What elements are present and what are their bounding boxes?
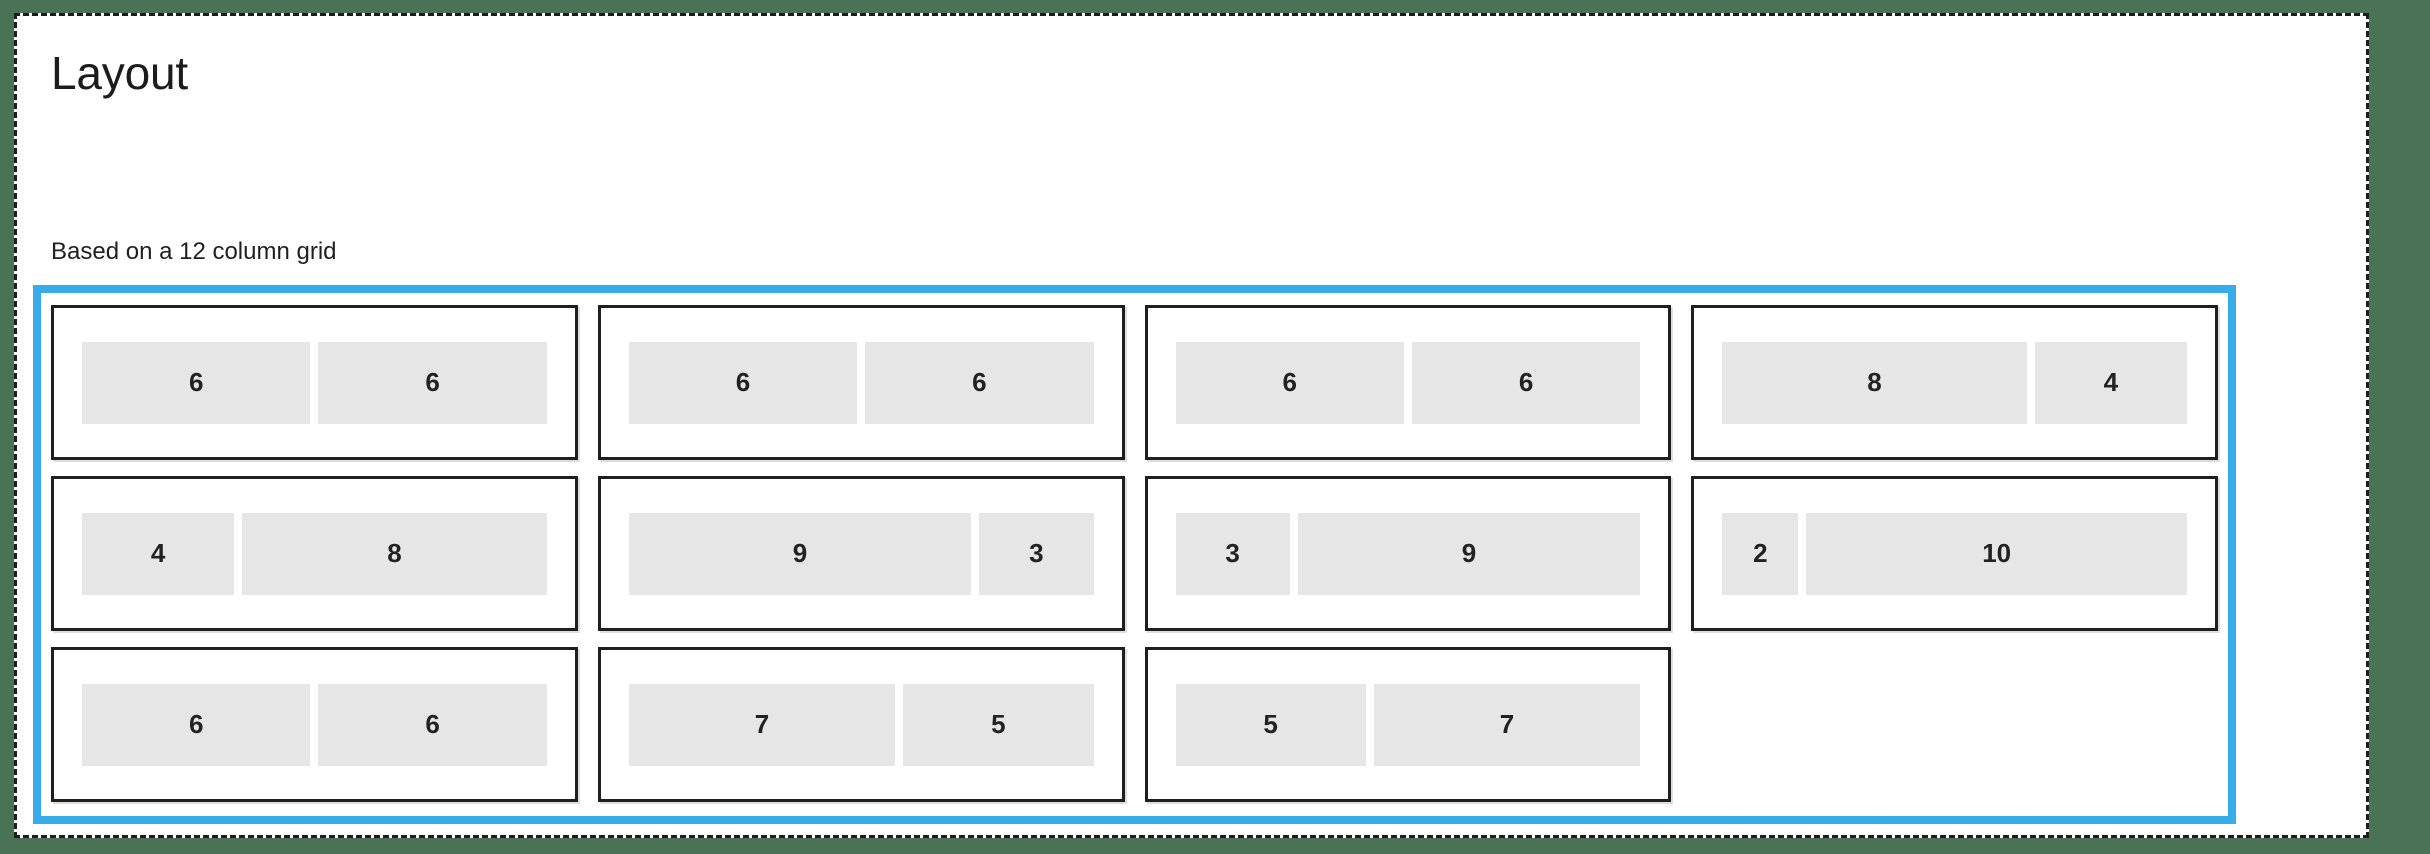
column-span-label: 6 [972, 367, 987, 397]
column-span-label: 7 [1499, 709, 1515, 739]
column-block: 6 [865, 341, 1094, 424]
layout-card-placeholder [1691, 647, 2218, 802]
column-block: 2 [1722, 512, 1799, 595]
column-span-label: 4 [150, 538, 166, 568]
column-block: 9 [628, 512, 972, 595]
column-block: 3 [1175, 512, 1290, 595]
column-block: 8 [1722, 341, 2027, 424]
column-block: 6 [318, 683, 547, 766]
column-block: 3 [979, 512, 1094, 595]
column-block: 6 [82, 341, 311, 424]
column-span-label: 8 [1867, 367, 1882, 397]
column-span-label: 3 [1029, 538, 1044, 568]
column-block: 4 [2034, 341, 2187, 424]
layout-card[interactable]: 2 10 [1691, 476, 2218, 631]
column-span-label: 6 [188, 709, 204, 739]
column-span-label: 6 [735, 367, 751, 397]
column-block: 5 [1175, 683, 1366, 766]
column-span-label: 6 [425, 709, 440, 739]
column-block: 6 [1411, 341, 1641, 424]
column-span-label: 5 [1263, 709, 1278, 739]
column-span-label: 7 [754, 709, 770, 739]
column-span-label: 6 [1518, 367, 1534, 397]
column-span-label: 8 [387, 538, 402, 568]
column-block: 9 [1297, 512, 1641, 595]
column-group: 2 10 [1722, 512, 2187, 595]
column-block: 7 [628, 683, 896, 766]
page-title: Layout [51, 47, 188, 99]
column-block: 5 [903, 683, 1094, 766]
column-span-label: 10 [1982, 538, 2012, 568]
grid-description: Based on a 12 column grid [51, 238, 337, 265]
column-block: 4 [82, 512, 235, 595]
column-span-label: 6 [425, 367, 440, 397]
column-span-label: 2 [1753, 538, 1768, 568]
column-block: 7 [1373, 683, 1641, 766]
column-span-label: 6 [1282, 367, 1297, 397]
column-block: 6 [1175, 341, 1404, 424]
column-span-label: 4 [2103, 367, 2119, 397]
column-span-label: 9 [792, 538, 808, 568]
column-block: 6 [628, 341, 858, 424]
column-span-label: 3 [1225, 538, 1240, 568]
column-block: 8 [242, 512, 547, 595]
column-span-label: 5 [991, 709, 1006, 739]
column-span-label: 9 [1461, 538, 1477, 568]
column-block: 6 [318, 341, 547, 424]
column-span-label: 6 [188, 367, 204, 397]
column-block: 6 [82, 683, 311, 766]
column-block: 10 [1806, 512, 2187, 595]
